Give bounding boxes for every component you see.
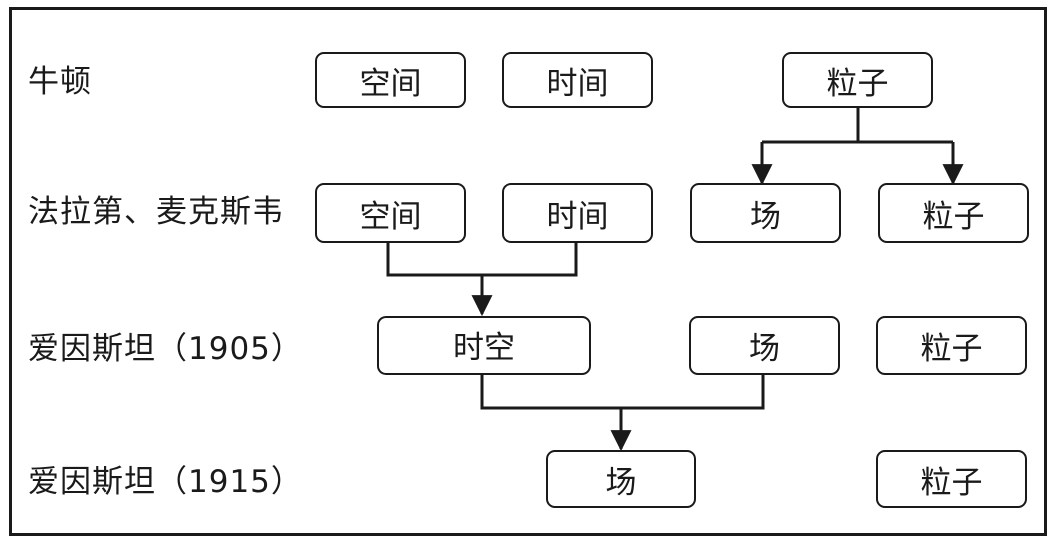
node-e1915-field: 场: [546, 450, 696, 508]
diagram-frame: [9, 7, 1047, 536]
row-label-einstein-1905: 爱因斯坦（1905）: [28, 331, 303, 367]
node-newton-particle: 粒子: [782, 52, 933, 108]
node-fm-particle: 粒子: [878, 183, 1029, 243]
node-e1905-spacetime: 时空: [377, 316, 591, 375]
node-newton-space: 空间: [315, 52, 466, 108]
node-fm-field: 场: [690, 183, 841, 243]
node-fm-time: 时间: [502, 183, 653, 243]
node-e1915-particle: 粒子: [876, 450, 1027, 508]
node-e1905-particle: 粒子: [876, 316, 1027, 375]
node-newton-time: 时间: [502, 52, 653, 108]
node-e1905-field: 场: [689, 316, 840, 375]
row-label-einstein-1915: 爱因斯坦（1915）: [28, 464, 303, 500]
node-fm-space: 空间: [315, 183, 466, 243]
row-label-newton: 牛顿: [28, 64, 92, 100]
row-label-faraday-maxwell: 法拉第、麦克斯韦: [28, 194, 284, 230]
